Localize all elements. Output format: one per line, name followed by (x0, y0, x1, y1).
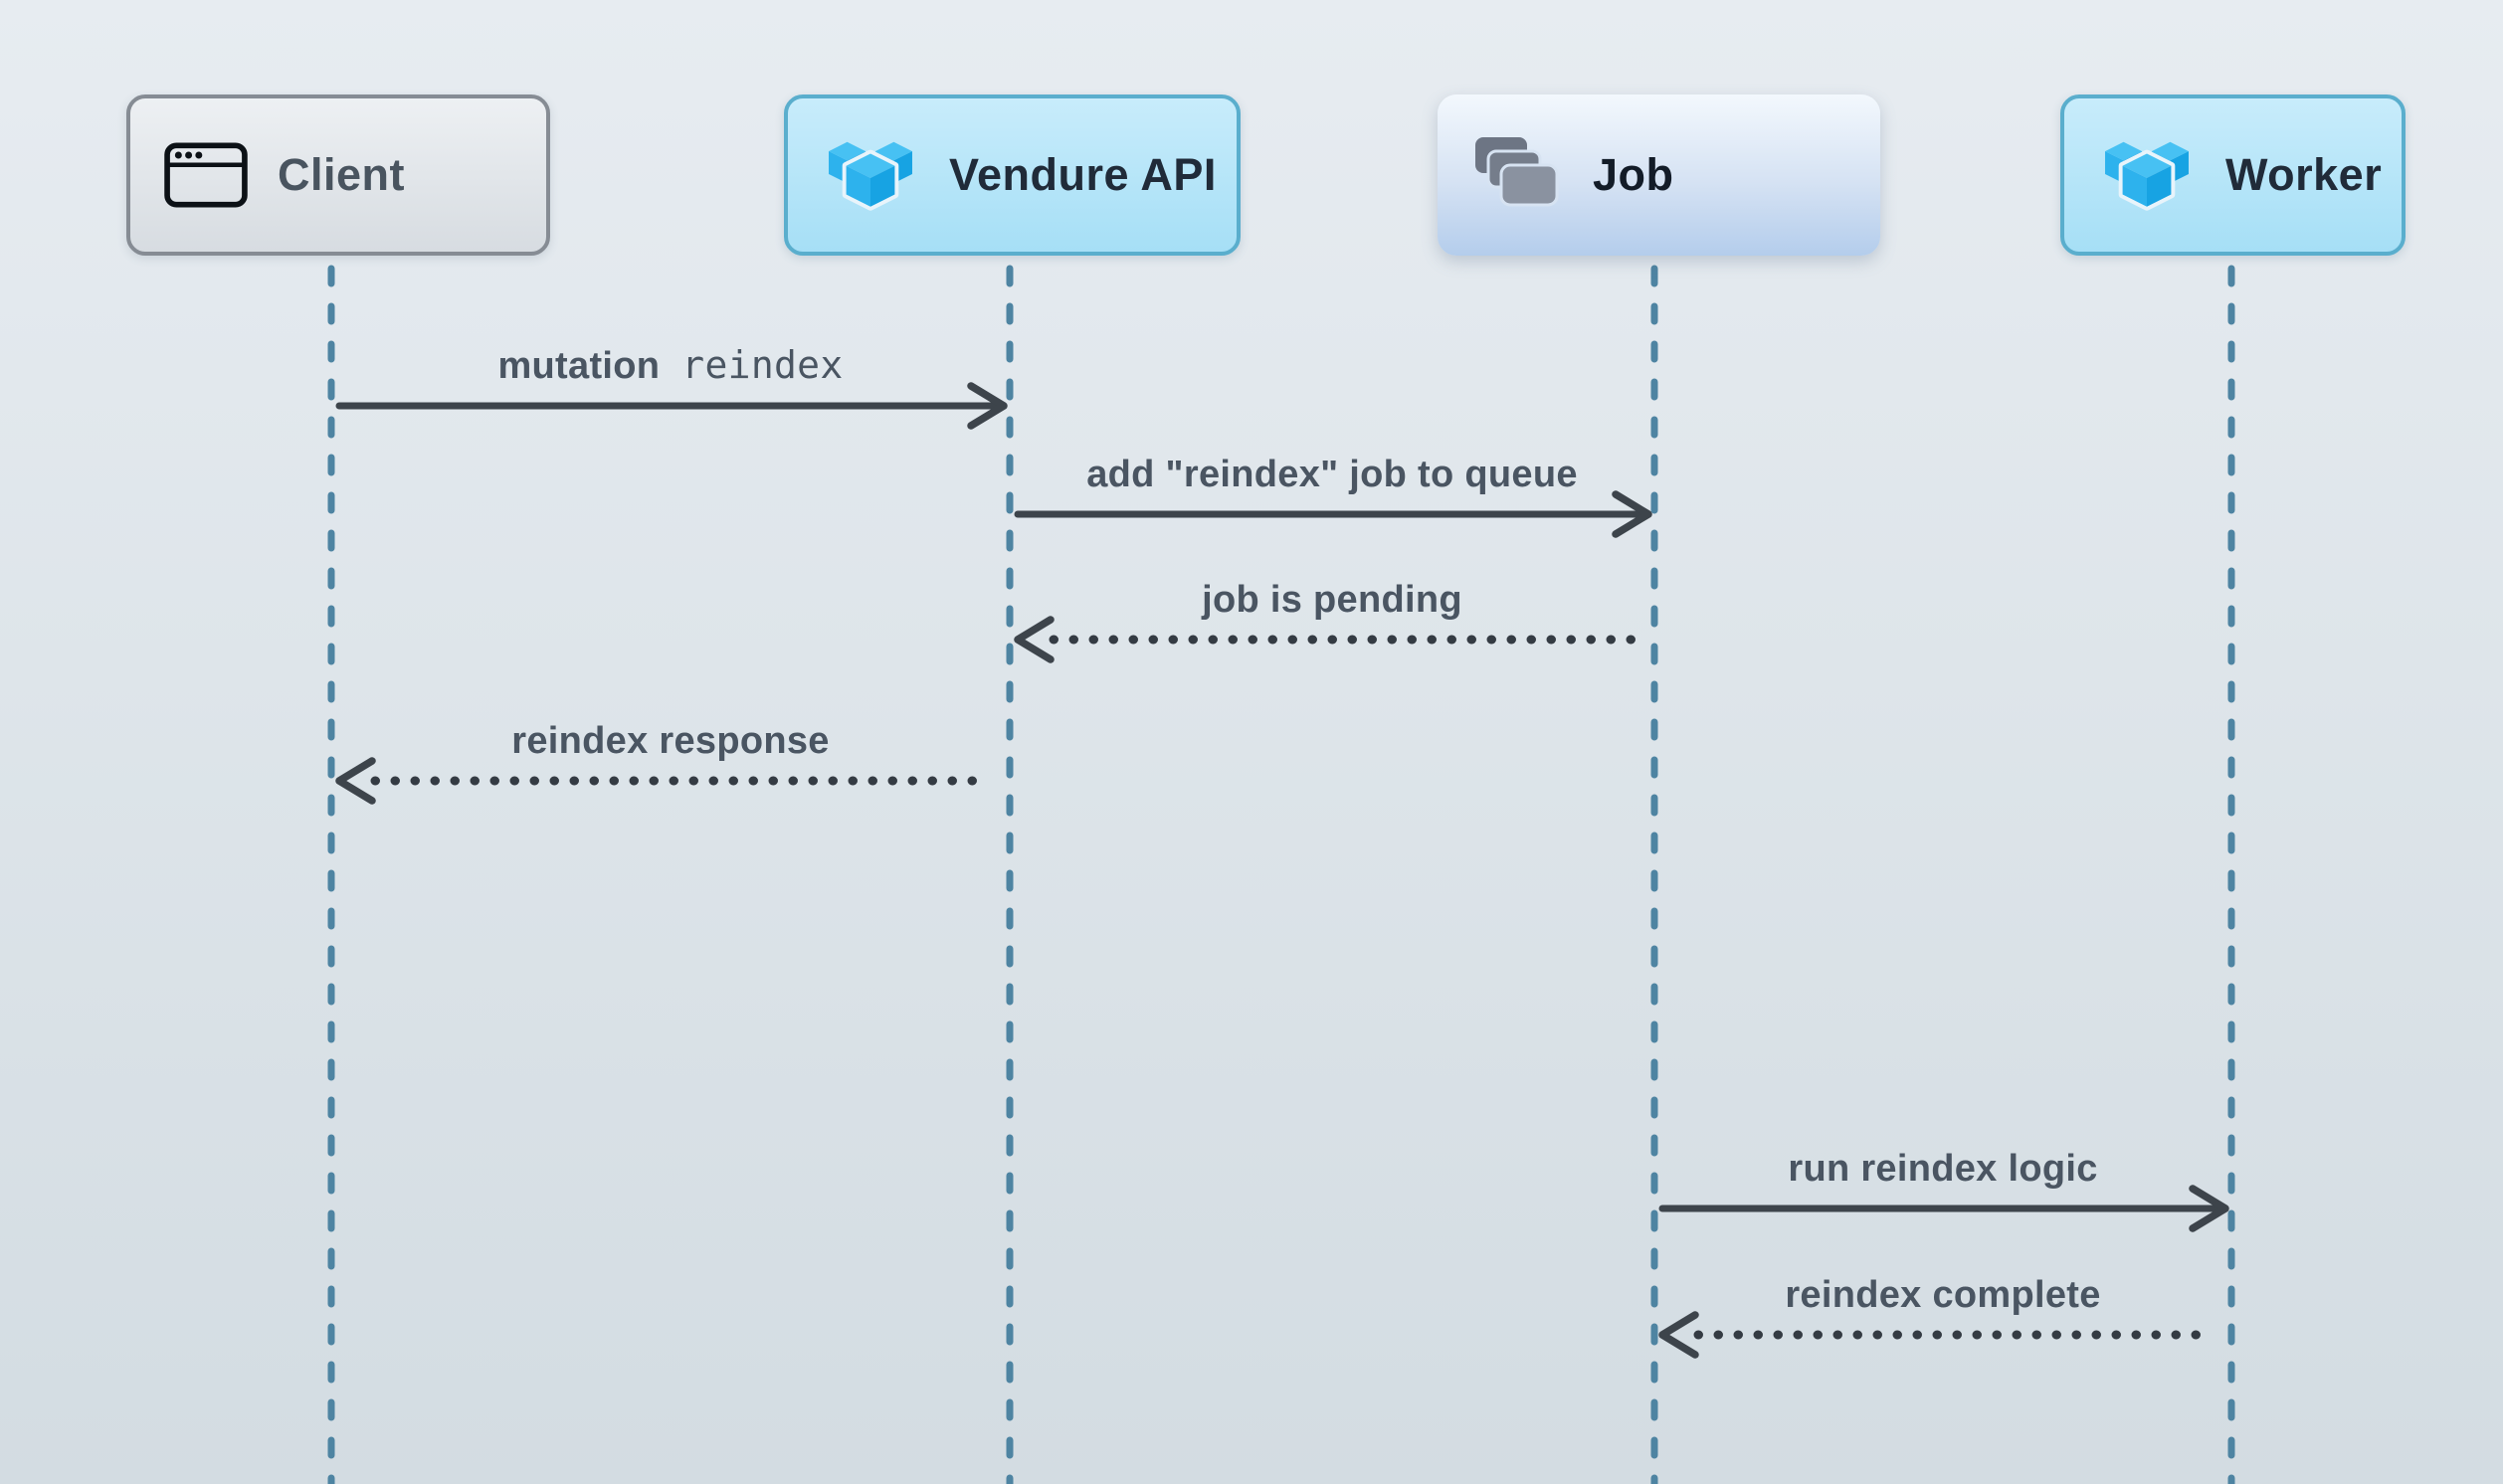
message-label-5: reindex complete (1785, 1274, 2100, 1317)
actor-vendure-api[interactable]: Vendure API (784, 94, 1241, 256)
browser-window-icon (164, 142, 248, 208)
actor-label: Client (278, 149, 406, 200)
actor-label: Job (1593, 149, 1674, 200)
arrowhead-left-icon (1014, 616, 1055, 663)
arrowhead-right-icon (967, 382, 1008, 430)
message-label-1: add "reindex" job to queue (1086, 454, 1578, 496)
arrowhead-right-icon (1612, 490, 1652, 538)
message-code-text: reindex (681, 343, 844, 387)
arrowhead-right-icon (2189, 1185, 2229, 1232)
message-text: reindex response (511, 720, 830, 762)
message-text: mutation (497, 345, 661, 387)
message-text: job is pending (1202, 579, 1462, 621)
message-text: reindex complete (1785, 1274, 2101, 1316)
actor-job[interactable]: Job (1438, 94, 1880, 256)
actor-client[interactable]: Client (126, 94, 550, 256)
message-label-2: job is pending (1202, 579, 1462, 622)
vendure-cubes-icon (2098, 134, 2196, 216)
arrowhead-left-icon (1658, 1311, 1699, 1359)
actor-label: Vendure API (949, 149, 1217, 200)
vendure-cubes-icon (822, 134, 919, 216)
message-text: add "reindex" job to queue (1086, 454, 1578, 495)
message-text: run reindex logic (1788, 1148, 2098, 1190)
arrowhead-left-icon (335, 757, 376, 805)
message-label-0: mutation reindex (497, 343, 843, 388)
stacked-cards-icon (1471, 135, 1563, 215)
actor-label: Worker (2225, 149, 2383, 200)
actor-worker[interactable]: Worker (2060, 94, 2406, 256)
message-label-3: reindex response (511, 720, 830, 763)
message-label-4: run reindex logic (1788, 1148, 2097, 1191)
